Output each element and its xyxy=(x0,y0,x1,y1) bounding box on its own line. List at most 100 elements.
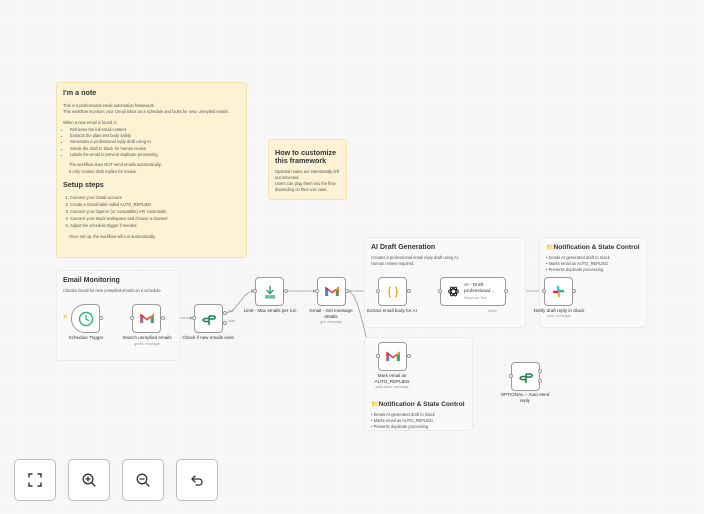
port-in[interactable] xyxy=(315,289,319,293)
note-customize-text: Optional nodes are intentionally left un… xyxy=(275,168,339,192)
clock-icon xyxy=(78,311,93,326)
reset-zoom-button[interactable] xyxy=(176,459,218,501)
note-customize-title: How to customize this framework xyxy=(275,148,337,166)
port-in[interactable] xyxy=(253,289,257,293)
port-out[interactable] xyxy=(99,316,103,320)
node-gmail-get[interactable] xyxy=(317,277,346,306)
note-intro-title: I'm a note xyxy=(63,88,97,97)
port-out-false[interactable] xyxy=(223,321,227,325)
node-slack-notify[interactable] xyxy=(544,277,573,306)
port-out[interactable] xyxy=(161,316,165,320)
slack-icon xyxy=(552,285,565,298)
node-label: Notify draft reply in Slack xyxy=(533,308,585,313)
port-in[interactable] xyxy=(376,354,380,358)
note-intro-when: When a new email is found, it: xyxy=(63,119,118,125)
node-subtitle: addLabels: message xyxy=(375,385,409,389)
note-notification-top-label: Notification & State Control xyxy=(553,244,640,251)
setup-step-1: Connect your Gmail account xyxy=(70,195,240,202)
note-notification-bottom-label: Notification & State Control xyxy=(378,401,465,408)
node-search-unreplied[interactable] xyxy=(132,304,161,333)
notif-top-item-1: • Sends AI-generated draft to Slack xyxy=(546,254,610,260)
zoom-out-icon xyxy=(136,473,150,487)
note-step-1: Retrieves the full email content xyxy=(70,127,240,133)
node-extract-body[interactable] xyxy=(378,277,407,306)
note-step-4: Sends the draft to Slack for human revie… xyxy=(70,146,240,152)
node-label: OPTIONAL – Auto-send reply xyxy=(500,392,550,403)
note-ai-draft-text: Creates a professional email reply draft… xyxy=(371,255,460,267)
node-label: Search unreplied emails xyxy=(122,335,172,340)
note-notification-top-items: • Sends AI-generated draft to Slack• Mar… xyxy=(546,255,640,273)
setup-step-3: Connect your OpenAI (or compatible) API … xyxy=(70,209,240,216)
if-icon xyxy=(518,372,533,383)
note-setup-footer: Once set up, the workflow will run autom… xyxy=(69,233,156,239)
note-customize[interactable]: How to customize this framework Optional… xyxy=(268,139,347,200)
port-out-true[interactable] xyxy=(223,311,227,315)
node-label: Mark email as AUTO_REPLIED xyxy=(374,373,410,384)
fit-screen-icon xyxy=(28,473,42,487)
port-out[interactable] xyxy=(407,289,411,293)
note-ai-draft-title: AI Draft Generation xyxy=(371,244,436,251)
code-braces-icon xyxy=(387,285,398,298)
port-out[interactable] xyxy=(504,289,508,293)
port-out[interactable] xyxy=(345,289,349,293)
setup-step-4: Connect your Slack workspace and choose … xyxy=(70,216,240,223)
node-label: Gmail - Get message details xyxy=(309,308,353,319)
notif-bottom-item-2: • Marks email as AUTO_REPLIED xyxy=(371,418,434,424)
openai-icon xyxy=(448,286,459,297)
port-in[interactable] xyxy=(438,289,442,293)
port-in[interactable] xyxy=(130,316,134,320)
node-subtitle: getAll: message xyxy=(134,342,160,346)
port-in[interactable] xyxy=(376,289,380,293)
gmail-icon xyxy=(324,286,339,296)
notif-top-item-2: • Marks email as AUTO_REPLIED xyxy=(546,261,609,267)
port-out-false[interactable] xyxy=(538,379,542,383)
node-ai-draft[interactable]: AI - Draft professional... Response Text xyxy=(440,277,506,306)
port-in[interactable] xyxy=(509,374,513,378)
note-email-monitoring-title: Email Monitoring xyxy=(63,277,120,284)
node-schedule-trigger[interactable] xyxy=(71,304,100,333)
node-subtitle: get: message xyxy=(320,320,342,324)
note-intro-steps: Retrieves the full email contentExtracts… xyxy=(63,127,240,159)
note-email-monitoring-text: Checks Gmail for new unreplied emails on… xyxy=(63,288,161,294)
notif-top-item-3: • Prevents duplicate processing xyxy=(546,267,604,273)
node-check-emails[interactable] xyxy=(194,304,223,333)
node-label: Check if new emails exist xyxy=(182,335,234,340)
limit-icon xyxy=(264,285,275,298)
node-optional-auto-send[interactable] xyxy=(511,362,540,391)
note-notification-top-title: 📁Notification & State Control xyxy=(546,244,640,252)
node-label: Schedule Trigger xyxy=(68,335,104,340)
zoom-out-button[interactable] xyxy=(122,459,164,501)
port-in[interactable] xyxy=(192,316,196,320)
gmail-icon xyxy=(385,351,400,361)
zoom-in-button[interactable] xyxy=(68,459,110,501)
note-intro-text: This is a professional email automation … xyxy=(63,103,230,115)
port-out[interactable] xyxy=(407,354,411,358)
branch-label-false: false xyxy=(228,319,236,323)
setup-step-5: Adjust the schedule trigger if needed xyxy=(70,223,240,230)
zoom-to-fit-button[interactable] xyxy=(14,459,56,501)
note-intro-warning: The workflow does NOT send emails automa… xyxy=(69,162,162,174)
notif-bottom-item-3: • Prevents duplicate processing xyxy=(371,424,429,430)
note-step-3: Generates a professional reply draft usi… xyxy=(70,139,240,145)
note-intro[interactable]: I'm a note This is a professional email … xyxy=(56,82,247,258)
trigger-bolt-icon: ⚡ xyxy=(62,314,69,320)
note-notification-bottom-title: 📁Notification & State Control xyxy=(371,401,466,409)
port-in[interactable] xyxy=(542,289,546,293)
node-limit[interactable] xyxy=(255,277,284,306)
model-connector-label: Model xyxy=(488,309,497,313)
node-mark-email[interactable] xyxy=(378,342,407,371)
port-out[interactable] xyxy=(284,289,288,293)
folder-icon: 📁 xyxy=(371,402,379,408)
zoom-in-icon xyxy=(82,473,96,487)
folder-icon: 📁 xyxy=(546,245,554,251)
node-subtitle: post: message xyxy=(547,314,571,318)
branch-label-true: true xyxy=(228,309,234,313)
node-label: Limit - Max emails per run xyxy=(243,308,297,313)
port-out-true[interactable] xyxy=(538,369,542,373)
node-ai-subtitle: Response Text xyxy=(464,296,487,301)
note-setup-steps: Connect your Gmail accountCreate a Gmail… xyxy=(63,195,240,230)
port-out[interactable] xyxy=(572,289,576,293)
note-step-2: Extracts the plain text body safely xyxy=(70,133,240,139)
setup-step-2: Create a Gmail label called AUTO_REPLIED xyxy=(70,202,240,209)
